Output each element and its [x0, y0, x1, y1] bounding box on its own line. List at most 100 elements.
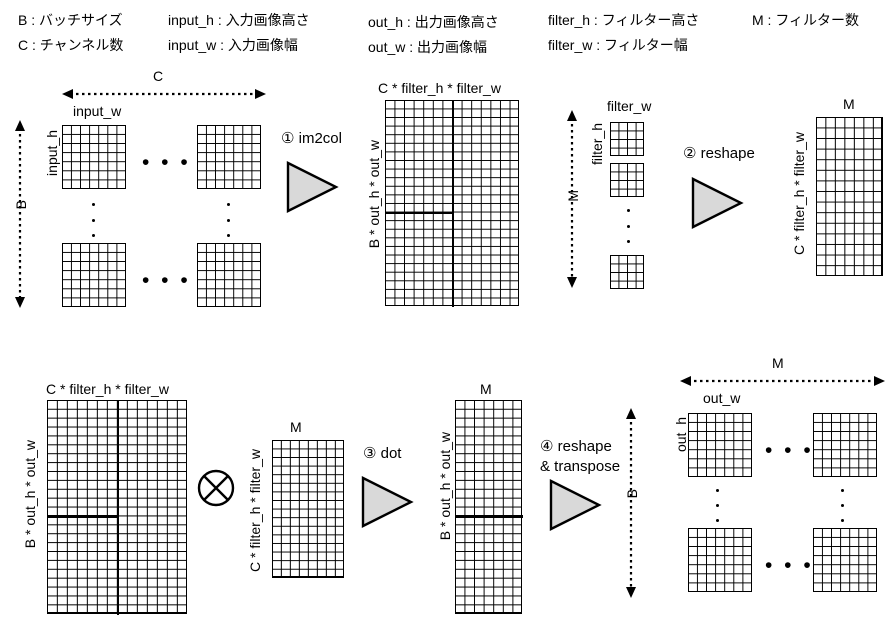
legend-item-C: C : チャンネル数 — [18, 37, 124, 53]
input-feature-map-grid — [62, 243, 126, 307]
filter-grid — [610, 255, 645, 290]
label-M-filters: M — [565, 190, 581, 202]
grid-edge — [342, 441, 344, 578]
grid-edge — [643, 256, 645, 290]
vertical-ellipsis — [716, 489, 719, 522]
grid-edge — [185, 401, 187, 614]
label-col-dim-weights: C * filter_h * filter_w — [791, 132, 807, 255]
label-M-output: M — [772, 355, 784, 371]
horizontal-ellipsis: • • • — [765, 439, 814, 462]
grid-edge — [875, 529, 877, 592]
arrow-B-top — [14, 120, 26, 308]
input-feature-map-grid — [197, 125, 261, 189]
grid-edge — [875, 414, 877, 477]
label-M-weights: M — [843, 96, 855, 112]
label-row-dim-dot-result: B * out_h * out_w — [437, 432, 453, 541]
filter-grid — [610, 122, 645, 157]
label-row-dim-im2col: B * out_h * out_w — [366, 140, 382, 249]
label-out-w: out_w — [703, 390, 741, 406]
vertical-ellipsis — [92, 203, 95, 237]
legend-item-out-w: out_w : 出力画像幅 — [368, 39, 488, 55]
grid-edge — [611, 196, 645, 198]
grid-edge — [124, 244, 126, 307]
grid-edge — [817, 274, 883, 276]
label-input-w: input_w — [73, 103, 122, 119]
vertical-ellipsis — [627, 209, 630, 243]
label-B-top: B — [13, 200, 29, 210]
grid-edge — [521, 401, 523, 614]
grid-edge — [518, 101, 520, 307]
grid-edge — [643, 164, 645, 198]
input-feature-map-grid — [62, 125, 126, 189]
legend-item-filter-h: filter_h : フィルター高さ — [548, 12, 700, 28]
label-col-dim-im2col-bottom: C * filter_h * filter_w — [46, 381, 169, 397]
legend-item-B: B : バッチサイズ — [18, 12, 123, 28]
grid-edge — [750, 529, 752, 592]
label-col-dim-weights-bottom: C * filter_h * filter_w — [247, 449, 263, 572]
vertical-ellipsis — [227, 203, 230, 237]
grid-edge — [273, 576, 344, 578]
operation-label-reshape: ② reshape — [683, 145, 755, 162]
reshaped-weight-matrix — [816, 117, 883, 276]
label-filter-w: filter_w — [607, 98, 652, 114]
operation-label-im2col: ① im2col — [281, 130, 342, 147]
grid-edge — [63, 187, 126, 189]
matrix-column-separator — [451, 101, 455, 308]
legend-item-input-w: input_w : 入力画像幅 — [168, 37, 298, 53]
im2col-matrix-operand — [47, 400, 187, 615]
legend-item-M: M : フィルター数 — [752, 12, 860, 28]
filter-grid — [610, 163, 645, 198]
legend-item-input-h: input_h : 入力画像高さ — [168, 12, 310, 28]
legend-item-filter-w: filter_w : フィルター幅 — [548, 37, 688, 53]
grid-edge — [611, 288, 645, 290]
grid-edge — [689, 590, 752, 592]
grid-edge — [124, 126, 126, 189]
vertical-ellipsis — [841, 489, 844, 522]
grid-edge — [259, 244, 261, 307]
grid-edge — [259, 126, 261, 189]
matrix-row-separator — [456, 515, 524, 518]
label-filter-h: filter_h — [589, 123, 605, 166]
output-feature-map-grid — [813, 528, 877, 592]
operation-label-reshape-transpose-2: & transpose — [540, 458, 621, 475]
grid-edge — [814, 590, 877, 592]
label-M-weights-bottom: M — [290, 419, 302, 435]
horizontal-ellipsis: • • • — [142, 151, 191, 174]
label-B-output: B — [624, 489, 640, 499]
grid-edge — [198, 187, 261, 189]
legend-item-out-h: out_h : 出力画像高さ — [368, 14, 499, 30]
horizontal-ellipsis: • • • — [765, 554, 814, 577]
grid-edge — [689, 475, 752, 477]
input-feature-map-grid — [197, 243, 261, 307]
horizontal-ellipsis: • • • — [142, 269, 191, 292]
grid-edge — [456, 612, 523, 614]
label-out-h: out_h — [673, 417, 689, 453]
output-feature-map-grid — [688, 413, 752, 477]
arrow-M-output — [680, 375, 885, 387]
grid-edge — [814, 475, 877, 477]
weight-matrix-operand — [272, 440, 344, 578]
arrow-C — [62, 88, 266, 100]
output-feature-map-grid — [688, 528, 752, 592]
grid-edge — [198, 305, 261, 307]
matrix-row-separator — [386, 211, 454, 215]
label-row-dim-im2col-bottom: B * out_h * out_w — [22, 440, 38, 549]
grid-edge — [750, 414, 752, 477]
label-input-h: input_h — [44, 130, 60, 176]
label-col-dim-im2col: C * filter_h * filter_w — [378, 80, 501, 96]
label-M-dot-result: M — [480, 381, 492, 397]
tensor-product-icon — [196, 468, 236, 513]
output-feature-map-grid — [813, 413, 877, 477]
matrix-row-separator — [48, 515, 118, 518]
label-C: C — [153, 68, 164, 84]
arrow-B-output — [625, 408, 637, 598]
arrow-M-filters — [566, 110, 578, 288]
grid-edge — [611, 155, 645, 157]
grid-edge — [386, 305, 520, 307]
im2col-output-matrix — [385, 100, 520, 308]
grid-edge — [63, 305, 126, 307]
operation-label-reshape-transpose-1: ④ reshape — [540, 438, 612, 455]
grid-edge — [643, 123, 645, 157]
dot-product-result-matrix — [455, 400, 524, 614]
matrix-column-separator — [116, 401, 120, 615]
